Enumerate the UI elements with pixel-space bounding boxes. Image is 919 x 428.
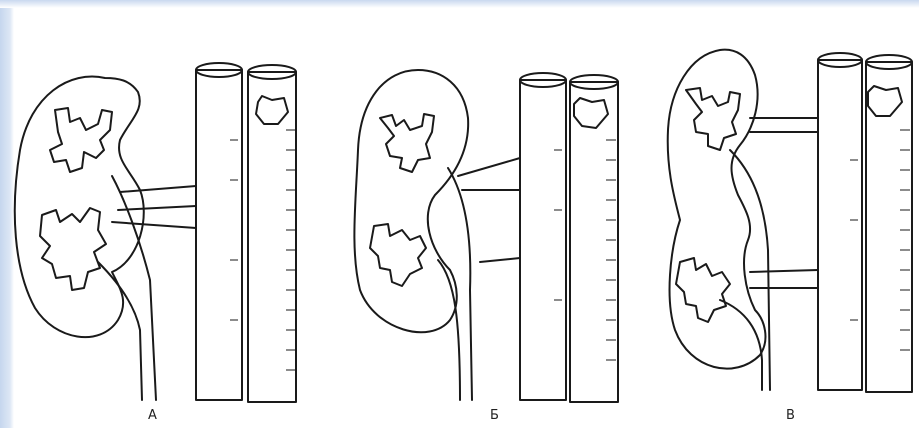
upper-calyx [50, 108, 112, 172]
kidney-outline [668, 50, 766, 369]
kidney-outline [354, 70, 468, 332]
upper-calyx [380, 114, 434, 172]
vessel-stub [868, 86, 902, 116]
kidney-diagram-a [0, 0, 310, 428]
renal-vessel-lower [480, 258, 520, 262]
renal-vessel-lower [118, 206, 196, 210]
renal-vessel-lower-2 [112, 222, 196, 228]
lower-calyx [40, 208, 106, 290]
vena-cava [570, 82, 618, 402]
panel-label-a: А [148, 408, 157, 423]
panel-label-c: В [786, 408, 795, 423]
renal-vessel-upper [458, 158, 520, 176]
lower-calyx [676, 258, 730, 322]
aorta [818, 60, 862, 390]
aorta [196, 70, 242, 400]
lower-calyx [370, 224, 426, 286]
panel-a: А [0, 0, 310, 428]
panel-label-b: Б [490, 408, 499, 423]
upper-calyx [686, 88, 740, 150]
panel-b: Б [330, 0, 640, 428]
renal-vessel-lower [750, 270, 818, 272]
ureter-lower [98, 262, 142, 400]
kidney-outline [15, 77, 144, 338]
ureter-lower [720, 300, 762, 390]
ureter-2 [438, 260, 460, 400]
vessel-stub [574, 98, 608, 128]
ureter-upper [730, 150, 770, 390]
renal-vessel-upper [120, 186, 196, 192]
vena-cava [248, 72, 296, 402]
aorta [520, 80, 566, 400]
kidney-diagram-b [330, 0, 640, 428]
vessel-stub [256, 96, 288, 124]
panel-c: В [650, 0, 915, 428]
kidney-diagram-c [650, 0, 915, 428]
